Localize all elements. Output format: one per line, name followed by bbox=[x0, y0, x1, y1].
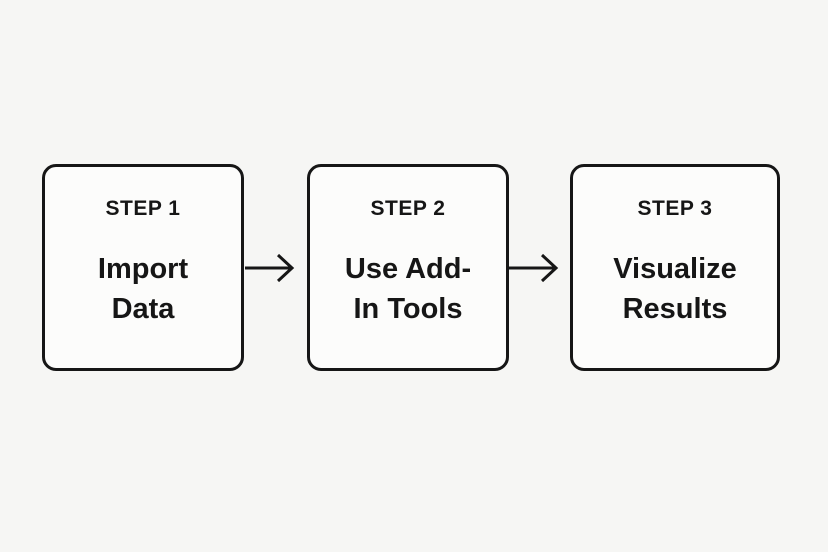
step-box-2: STEP 2 Use Add- In Tools bbox=[307, 164, 509, 371]
step-box-1: STEP 1 Import Data bbox=[42, 164, 244, 371]
step-title: Import Data bbox=[97, 253, 189, 325]
arrow-right-icon bbox=[509, 248, 559, 288]
step-box-3: STEP 3 Visualize Results bbox=[570, 164, 780, 371]
step-title: Visualize Results bbox=[613, 253, 737, 325]
step-title: Use Add- In Tools bbox=[344, 253, 472, 325]
step-label: STEP 1 bbox=[105, 197, 181, 220]
step-label: STEP 2 bbox=[370, 197, 446, 220]
arrow-right-icon bbox=[245, 248, 295, 288]
step-label: STEP 3 bbox=[637, 197, 713, 220]
